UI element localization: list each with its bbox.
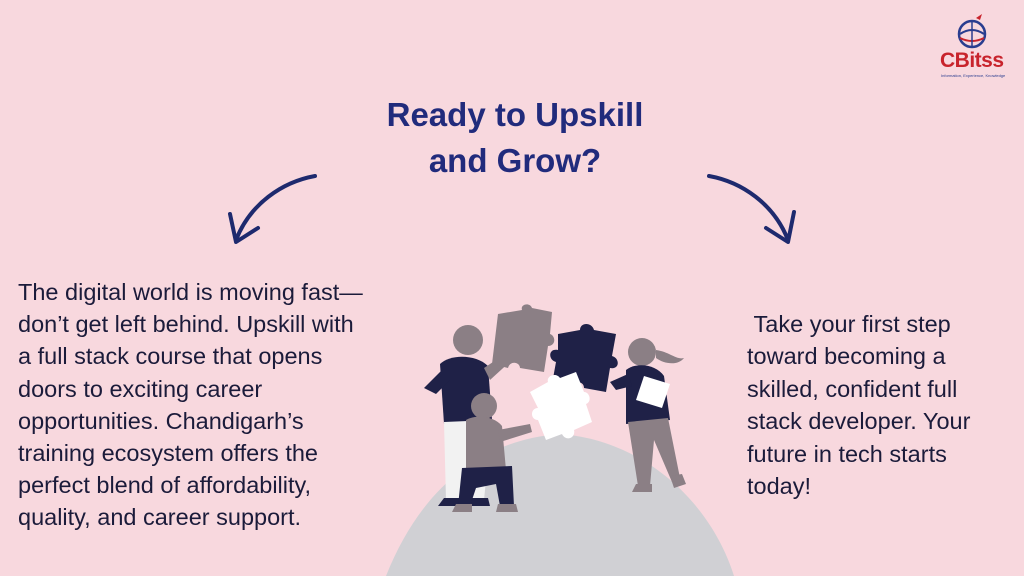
puzzle-teamwork-illustration xyxy=(386,304,734,576)
puzzle-piece-navy xyxy=(550,324,618,392)
globe-logo-icon xyxy=(957,14,987,49)
person-right-figure xyxy=(610,338,686,492)
person-crouching-figure xyxy=(452,393,532,512)
logo-wordmark: CBitss xyxy=(940,49,1004,72)
title-line-2: and Grow? xyxy=(428,142,602,179)
logo-tagline: Information, Experience, Knowledge xyxy=(941,73,1006,78)
puzzle-piece-white xyxy=(530,372,592,440)
intro-paragraph: The digital world is moving fast—don’t g… xyxy=(18,279,363,531)
right-curved-arrow-icon xyxy=(707,174,796,244)
call-to-action-paragraph: Take your first step toward becoming a s… xyxy=(747,311,977,500)
left-curved-arrow-icon xyxy=(228,174,317,244)
puzzle-piece-gray xyxy=(492,304,555,372)
title-line-1: Ready to Upskill xyxy=(386,96,644,133)
page-title: Ready to Upskill and Grow? xyxy=(300,92,730,184)
